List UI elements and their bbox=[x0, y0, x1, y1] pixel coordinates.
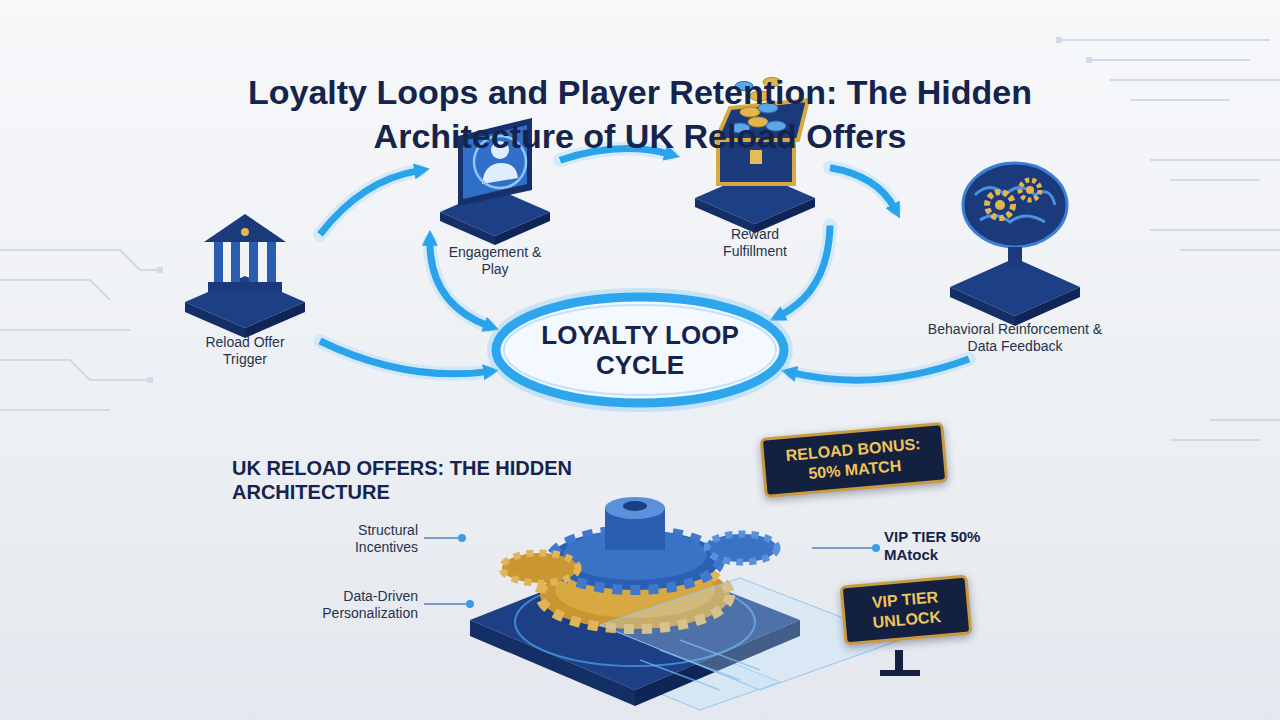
leader-lines bbox=[424, 538, 872, 604]
circuit-lines bbox=[0, 40, 1280, 440]
flow-arrow bbox=[792, 359, 969, 380]
arrow-glow bbox=[780, 226, 830, 316]
circuit-trace bbox=[0, 250, 160, 410]
arrow-glow bbox=[320, 341, 488, 374]
circuit-pad bbox=[157, 267, 163, 273]
gear bbox=[1020, 180, 1040, 200]
bank-icon bbox=[185, 214, 305, 338]
platform-side bbox=[495, 212, 550, 245]
platform-side bbox=[185, 302, 245, 338]
bank-base bbox=[208, 282, 282, 292]
hub-top bbox=[605, 497, 665, 519]
leader-line bbox=[424, 603, 466, 605]
stage-node: Engagement & Play bbox=[430, 108, 560, 282]
callout-label: Structural Incentives bbox=[318, 522, 418, 556]
bank-column bbox=[231, 242, 240, 282]
bank-column bbox=[267, 242, 276, 282]
machine-side bbox=[470, 620, 635, 706]
hub-core bbox=[623, 501, 647, 511]
sign-board: VIP TIER UNLOCK bbox=[840, 575, 973, 646]
stage-label: Reload Offer Trigger bbox=[187, 330, 303, 368]
sign-stand-foot bbox=[880, 670, 920, 676]
data-lines bbox=[640, 640, 760, 690]
leader-dot bbox=[458, 534, 466, 542]
flow-arrow bbox=[320, 171, 419, 235]
ring-fill bbox=[496, 297, 784, 403]
cycle-label: LOYALTY LOOP CYCLE bbox=[525, 320, 755, 380]
platform-side bbox=[440, 212, 495, 245]
sign-board: RELOAD BONUS: 50% MATCH bbox=[760, 422, 949, 498]
sign-text: RELOAD BONUS: 50% MATCH bbox=[773, 433, 936, 487]
gear-hub bbox=[995, 200, 1005, 210]
callout-label: Data-Driven Personalization bbox=[298, 588, 418, 622]
leader-line bbox=[812, 547, 872, 549]
bank-column bbox=[249, 242, 258, 282]
stage-label: Reward Fulfillment bbox=[703, 222, 807, 260]
stage-node: Reload Offer Trigger bbox=[170, 200, 320, 372]
flow-arrow bbox=[830, 168, 895, 209]
brain-shape bbox=[963, 163, 1067, 247]
leader-dot bbox=[872, 544, 880, 552]
circuit-trace bbox=[1150, 230, 1280, 440]
flow-arrow bbox=[320, 341, 488, 374]
circuit-pad bbox=[1086, 57, 1092, 63]
callout-label: VIP TIER 50% MAtock bbox=[884, 528, 994, 564]
bank-column bbox=[214, 242, 223, 282]
stage-node: Behavioral Reinforcement & Data Feedback bbox=[900, 125, 1130, 359]
leader-dot bbox=[466, 600, 474, 608]
arrow-glow bbox=[792, 359, 969, 380]
loop-ring: LOYALTY LOOP CYCLE bbox=[490, 291, 790, 409]
circuit-pad bbox=[147, 377, 153, 383]
gear-hub bbox=[1026, 186, 1034, 194]
small-blue-gear bbox=[707, 534, 777, 562]
arrow-glow bbox=[830, 168, 895, 209]
circuit-trace bbox=[1060, 40, 1280, 180]
small-gold-gear bbox=[502, 553, 578, 583]
platform-side bbox=[950, 287, 1015, 326]
stage-node: Reward Fulfillment bbox=[680, 50, 830, 264]
diagram-title: Loyalty Loops and Player Retention: The … bbox=[210, 70, 1070, 158]
bank-roof bbox=[204, 214, 286, 242]
leader-line bbox=[424, 537, 458, 539]
person-body bbox=[482, 163, 518, 184]
title-block: Loyalty Loops and Player Retention: The … bbox=[0, 70, 1280, 158]
leader-dots bbox=[458, 534, 880, 608]
brain-icon bbox=[950, 163, 1080, 326]
brain-folds bbox=[975, 188, 1055, 223]
ring-inner bbox=[504, 305, 776, 395]
circuit-pad bbox=[1056, 37, 1062, 43]
sign-stand bbox=[895, 650, 903, 672]
ring-glow bbox=[496, 297, 784, 403]
flow-arrow bbox=[780, 226, 830, 316]
platform-side bbox=[245, 302, 305, 338]
stage-label: Behavioral Reinforcement & Data Feedback bbox=[915, 317, 1115, 355]
arrow-glow bbox=[320, 171, 419, 235]
section-heading: UK RELOAD OFFERS: THE HIDDEN ARCHITECTUR… bbox=[232, 456, 572, 504]
brain-stem bbox=[1008, 247, 1022, 267]
gear bbox=[987, 192, 1013, 218]
stage-label: Engagement & Play bbox=[443, 240, 547, 278]
platform-side bbox=[1015, 287, 1080, 326]
bank-emblem bbox=[241, 228, 249, 236]
platform bbox=[185, 276, 305, 328]
sign-text: VIP TIER UNLOCK bbox=[852, 586, 959, 635]
